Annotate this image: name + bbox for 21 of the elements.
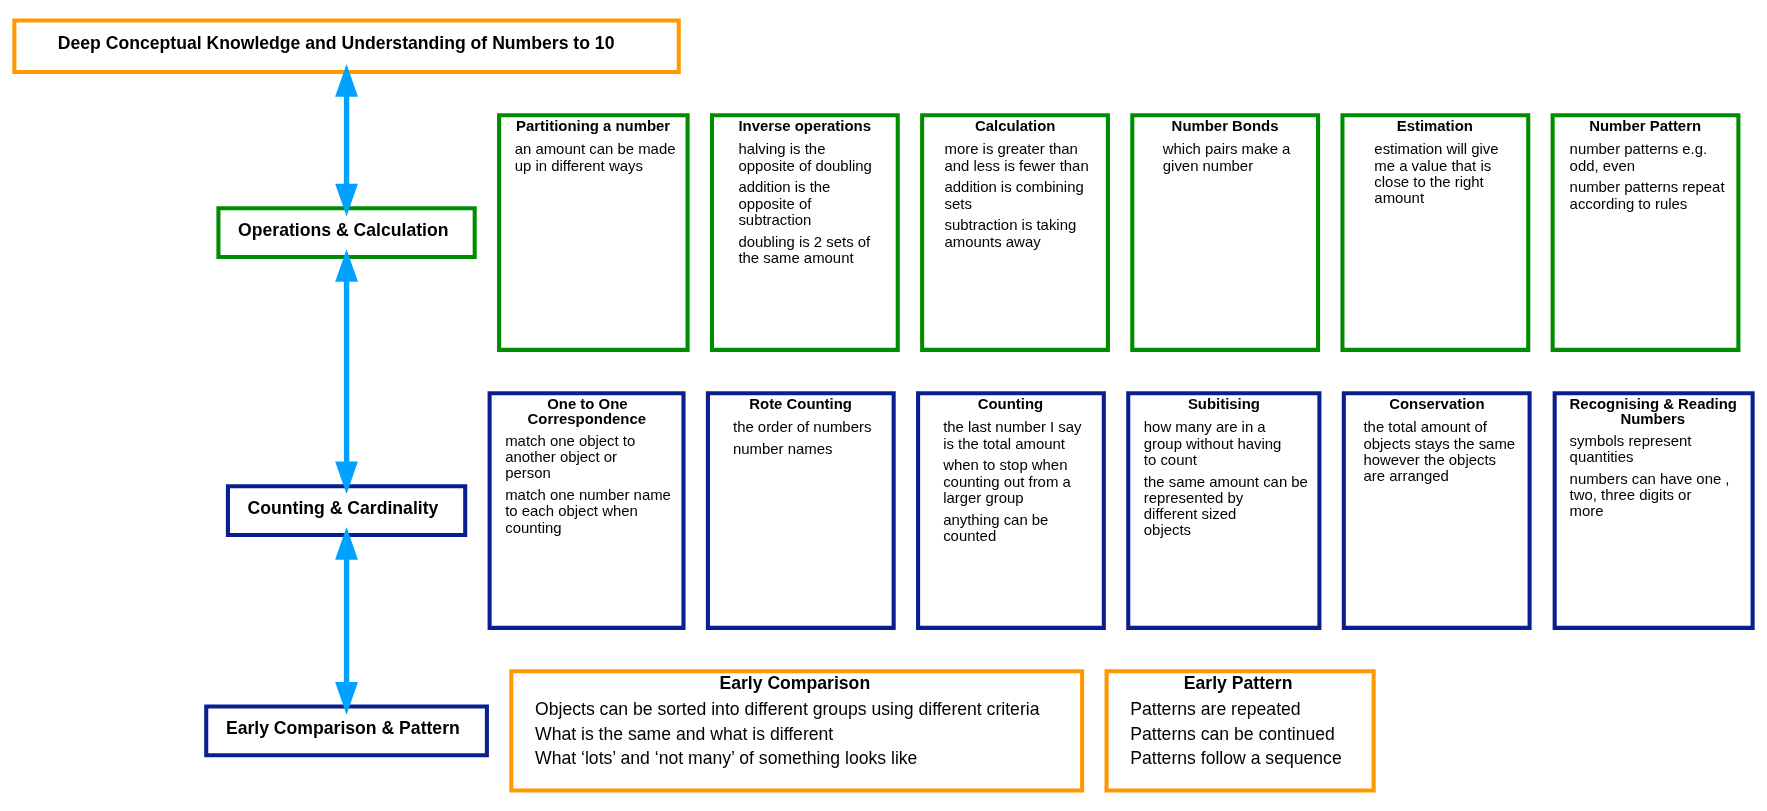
- node-box: Estimation estimation will give me a value that is close to the right amount: [1340, 113, 1531, 352]
- node-box: Subitising how many are in a group without having to count the same amount can be represented by different sized objects: [1126, 391, 1322, 630]
- node-box: Partitioning a number an amount can be made up in different ways: [497, 113, 690, 352]
- node-box: Recognising & Reading Numbers symbols represent quantities numbers can have one , two, three digits or more: [1552, 391, 1755, 630]
- node-box: Counting the last number I say is the total amount when to stop when counting out from a larger group anything can be counted: [916, 391, 1106, 630]
- node-box: Conservation the total amount of objects stays the same however the objects are arranged: [1341, 391, 1532, 630]
- node-box: Early Comparison & Pattern: [204, 704, 489, 758]
- node-box: Early Comparison Objects can be sorted into different groups using different criteria What is the same and what is different What ‘lots’ and ‘not many’ of something looks like: [509, 669, 1085, 793]
- node-box: Operations & Calculation: [216, 206, 477, 260]
- arrow: [335, 64, 358, 217]
- arrow: [335, 249, 358, 495]
- node-box: Rote Counting the order of numbers number names: [705, 391, 896, 630]
- node-box: One to One Correspondence match one object to another object or person match one number name to each object when counting: [487, 391, 686, 630]
- node-box: Number Bonds which pairs make a given number: [1130, 113, 1321, 352]
- node-box: Deep Conceptual Knowledge and Understanding of Numbers to 10: [12, 18, 681, 74]
- node-box: Number Pattern number patterns e.g. odd, even number patterns repeat according to rules: [1550, 113, 1741, 352]
- node-box: Inverse operations halving is the opposite of doubling addition is the opposite of subtraction doubling is 2 sets of the same amount: [709, 113, 900, 352]
- node-box: Counting & Cardinality: [225, 484, 468, 538]
- node-box: Early Pattern Patterns are repeated Patterns can be continued Patterns follow a sequence: [1104, 669, 1376, 793]
- node-box: Calculation more is greater than and less is fewer than addition is combining sets subtraction is taking amounts away: [920, 113, 1110, 352]
- arrow: [335, 527, 358, 715]
